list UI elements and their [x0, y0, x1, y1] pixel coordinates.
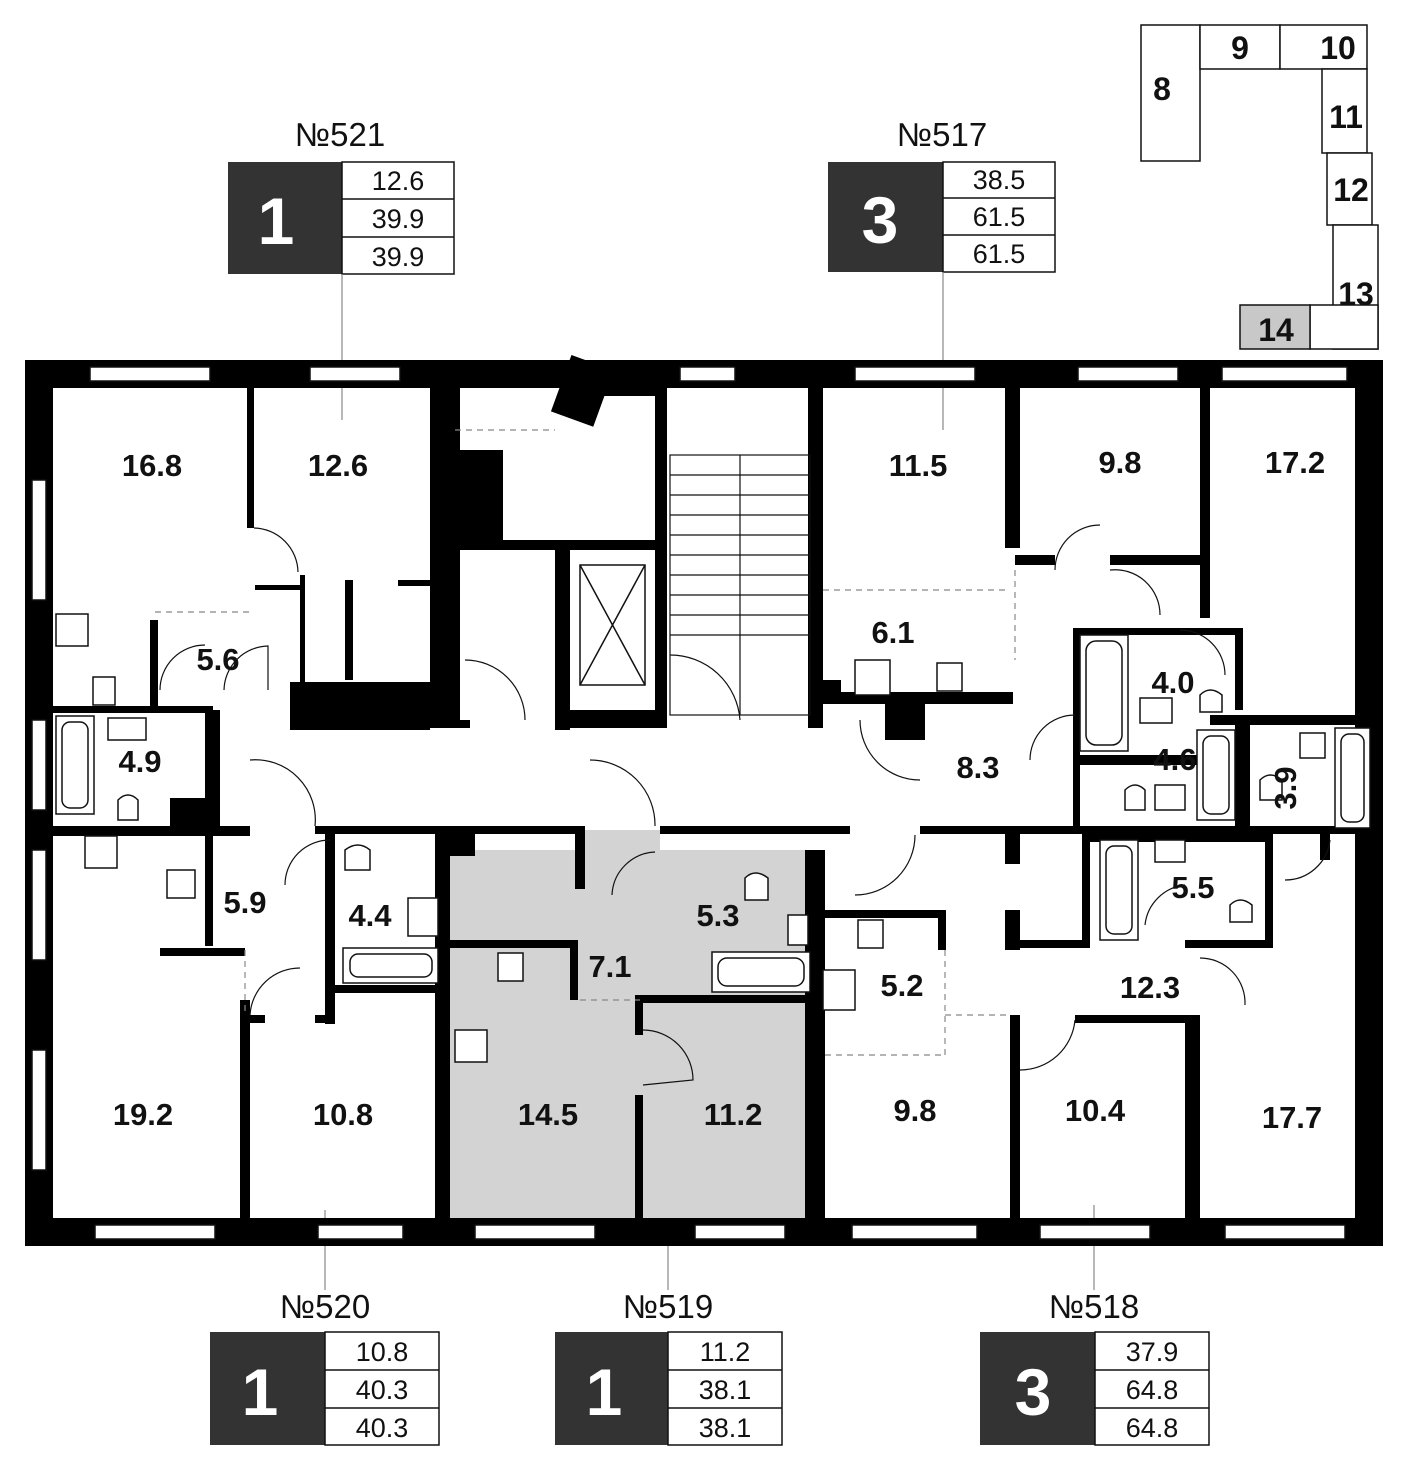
room-area-label: 3.9 — [1268, 766, 1303, 809]
apartment-card-518[interactable]: №518 3 37.9 64.8 64.8 — [980, 1205, 1210, 1446]
key-section-9[interactable] — [1199, 24, 1281, 70]
room-area-label: 11.5 — [889, 448, 948, 483]
area-table — [942, 161, 1056, 273]
toilet-icon — [117, 689, 1283, 923]
rooms-count-box — [228, 162, 342, 274]
key-section-label: 8 — [1153, 71, 1171, 107]
room-area-label: 5.6 — [196, 642, 239, 677]
rooms-count-box — [980, 1332, 1095, 1445]
area-table — [324, 1331, 440, 1446]
rooms-count: 1 — [586, 1355, 623, 1429]
apartment-number: №518 — [1049, 1288, 1139, 1325]
key-section-11[interactable] — [1321, 68, 1368, 154]
rooms-count: 1 — [258, 184, 295, 258]
sink-icon — [92, 662, 1326, 982]
room-area-label: 8.3 — [956, 750, 999, 785]
rooms-count: 3 — [862, 183, 899, 257]
windows — [31, 366, 1348, 1240]
room-area-label: 4.9 — [118, 744, 161, 779]
room-area-label: 19.2 — [113, 1097, 173, 1132]
key-section-14[interactable] — [1239, 304, 1311, 350]
area-value: 39.9 — [372, 204, 425, 234]
area-value: 37.9 — [1126, 1337, 1179, 1367]
area-value: 61.5 — [973, 202, 1026, 232]
room-area-label: 9.8 — [1098, 445, 1141, 480]
room-area-label: 5.5 — [1171, 870, 1214, 905]
area-value: 10.8 — [356, 1337, 409, 1367]
key-section-label: 11 — [1329, 99, 1363, 135]
stove-icon — [55, 613, 891, 1063]
area-value: 64.8 — [1126, 1413, 1179, 1443]
room-area-label: 10.4 — [1065, 1093, 1126, 1128]
key-section-label: 14 — [1258, 312, 1294, 348]
staircase — [669, 454, 811, 716]
room-area-label: 9.8 — [893, 1093, 936, 1128]
area-table — [667, 1331, 783, 1446]
room-area-label: 10.8 — [313, 1097, 373, 1132]
highlighted-apartment-519[interactable] — [450, 830, 810, 1218]
key-section-label: 12 — [1333, 172, 1369, 208]
area-value: 38.1 — [699, 1413, 752, 1443]
room-area-label: 11.2 — [704, 1097, 763, 1132]
key-section-14-block — [1309, 304, 1379, 350]
rooms-count: 3 — [1015, 1355, 1052, 1429]
room-area-label: 4.4 — [348, 898, 392, 933]
key-plan — [1140, 24, 1379, 350]
area-value: 11.2 — [700, 1337, 751, 1367]
apartment-card-520[interactable]: №520 1 10.8 40.3 40.3 — [210, 1210, 440, 1446]
area-value: 40.3 — [356, 1375, 409, 1405]
key-section-label: 13 — [1338, 276, 1374, 312]
area-table — [341, 161, 455, 275]
apartment-number: №519 — [623, 1288, 713, 1325]
area-value: 12.6 — [372, 166, 425, 196]
door-swings — [159, 524, 1331, 1086]
room-area-label: 17.7 — [1262, 1100, 1322, 1135]
area-table — [1094, 1331, 1210, 1446]
rooms-count-box — [828, 162, 943, 272]
rooms-count-box — [555, 1332, 668, 1445]
area-value: 39.9 — [372, 242, 425, 272]
key-section-8[interactable] — [1140, 24, 1201, 162]
room-area-label: 5.2 — [880, 968, 923, 1003]
room-area-label: 12.6 — [308, 448, 368, 483]
room-area-label: 12.3 — [1120, 970, 1180, 1005]
room-labels: 16.8 12.6 11.5 9.8 17.2 6.1 5.6 4.0 4.9 … — [113, 445, 1325, 1135]
room-area-label: 5.3 — [696, 898, 739, 933]
apartment-number: №517 — [897, 116, 987, 153]
area-value: 64.8 — [1126, 1375, 1179, 1405]
elevator-shaft — [579, 564, 646, 686]
interior-walls — [25, 354, 1355, 1218]
room-area-label: 5.9 — [223, 885, 266, 920]
key-section-label: 10 — [1320, 30, 1356, 66]
apartment-number: №520 — [280, 1288, 370, 1325]
room-area-label: 7.1 — [588, 949, 631, 984]
area-value: 38.1 — [699, 1375, 752, 1405]
room-area-label: 16.8 — [122, 448, 182, 483]
room-area-label: 14.5 — [518, 1097, 578, 1132]
area-value: 40.3 — [356, 1413, 409, 1443]
apartment-card-517[interactable]: №517 3 38.5 61.5 61.5 — [828, 116, 1056, 430]
apartment-card-521[interactable]: №521 1 12.6 39.9 39.9 — [228, 116, 455, 420]
room-area-label: 4.6 — [1153, 742, 1196, 777]
area-value: 38.5 — [973, 165, 1026, 195]
rooms-count: 1 — [242, 1355, 279, 1429]
bathtub-icon — [55, 634, 1371, 993]
room-area-label: 4.0 — [1151, 665, 1194, 700]
apartment-card-519[interactable]: №519 1 11.2 38.1 38.1 — [555, 1210, 783, 1446]
key-section-label: 9 — [1231, 30, 1249, 66]
dashed-separators — [155, 429, 1016, 1056]
room-area-label: 6.1 — [871, 615, 914, 650]
rooms-count-box — [210, 1332, 325, 1445]
area-value: 61.5 — [973, 239, 1026, 269]
apartment-number: №521 — [295, 116, 385, 153]
room-area-label: 17.2 — [1265, 445, 1325, 480]
